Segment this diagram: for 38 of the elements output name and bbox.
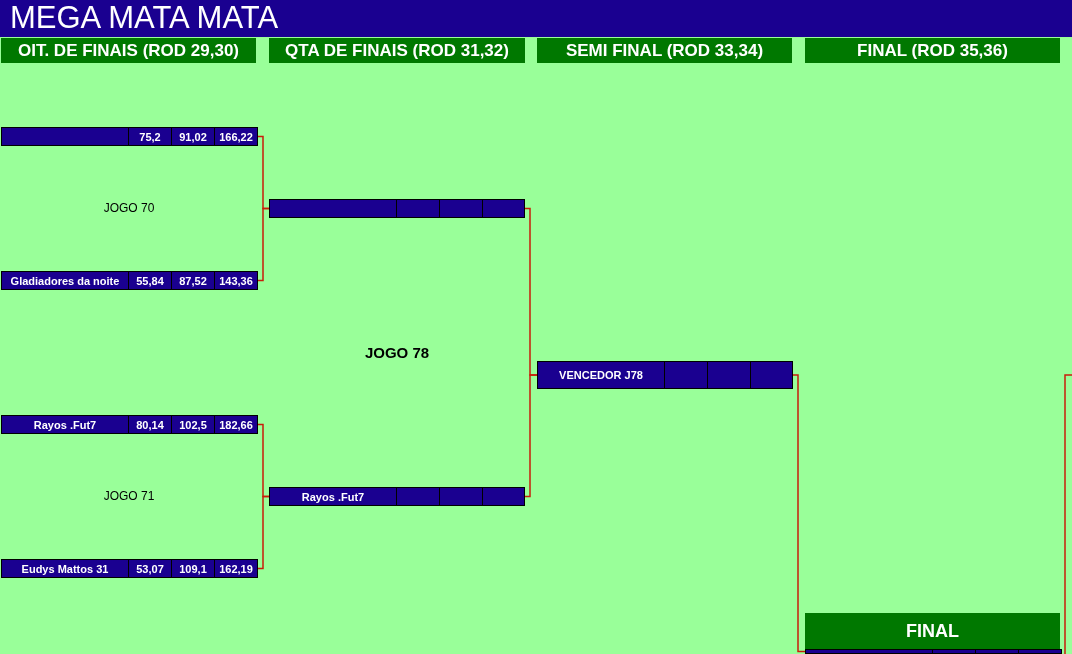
- team-name: VENCEDOR J78: [558, 368, 644, 383]
- match-label: JOGO 70: [103, 201, 155, 215]
- bracket-row: [1, 415, 258, 434]
- round-header: QTA DE FINAIS (ROD 31,32): [269, 38, 525, 63]
- score-value: 166,22: [214, 128, 257, 145]
- bracket-row: [537, 361, 793, 389]
- score-value: 55,84: [128, 272, 171, 289]
- team-name: Gladiadores da noite: [9, 273, 121, 289]
- round-header: SEMI FINAL (ROD 33,34): [537, 38, 792, 63]
- bracket-connector: [257, 207, 270, 282]
- score-value: 53,07: [128, 560, 171, 577]
- page-title: MEGA MATA MATA: [10, 1, 279, 35]
- bracket-connector: [524, 374, 538, 498]
- bracket-row: [1, 127, 258, 146]
- score-value: 87,52: [171, 272, 214, 289]
- bracket-row: [1, 559, 258, 578]
- team-name: Rayos .Fut7: [32, 417, 98, 433]
- score-value: 143,36: [214, 272, 257, 289]
- bracket-row: [1, 271, 258, 290]
- team-name: Eudys Mattos 31: [20, 561, 110, 577]
- bracket-row: [805, 649, 1062, 654]
- round-header: OIT. DE FINAIS (ROD 29,30): [1, 38, 256, 63]
- score-value: 102,5: [171, 416, 214, 433]
- score-value: 91,02: [171, 128, 214, 145]
- bracket-connector: [792, 374, 806, 653]
- score-value: 182,66: [214, 416, 257, 433]
- match-label: JOGO 78: [364, 343, 430, 361]
- score-value: 75,2: [128, 128, 171, 145]
- score-value: 80,14: [128, 416, 171, 433]
- team-name: Rayos .Fut7: [300, 489, 366, 505]
- score-value: 109,1: [171, 560, 214, 577]
- round-header: FINAL (ROD 35,36): [805, 38, 1060, 63]
- final-header: FINAL: [805, 613, 1060, 649]
- score-value: 162,19: [214, 560, 257, 577]
- bracket-row: [269, 487, 525, 506]
- match-label: JOGO 71: [103, 489, 155, 503]
- bracket-connector: [257, 495, 270, 570]
- bracket-row: [269, 199, 525, 218]
